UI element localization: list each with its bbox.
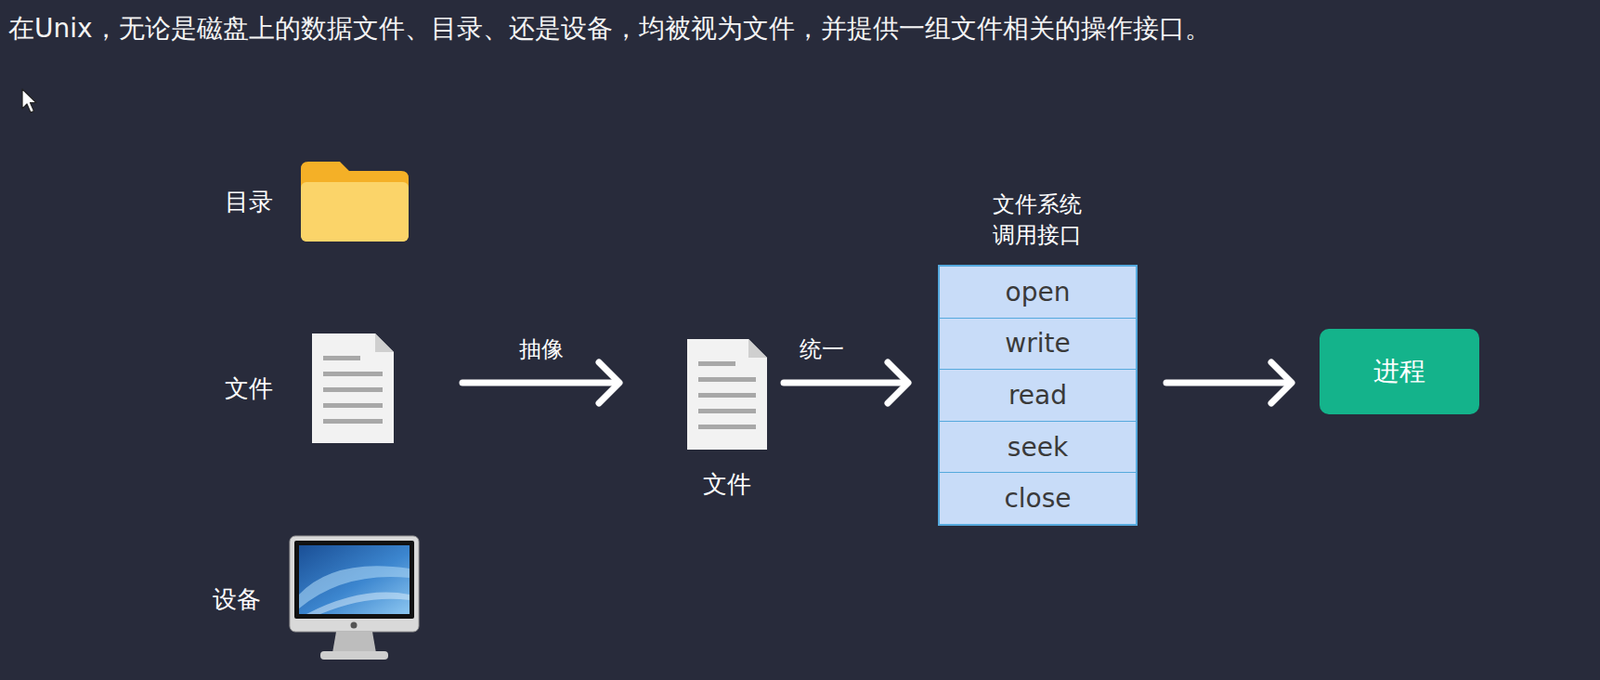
syscall-cell: open (939, 266, 1136, 318)
file-icon (687, 338, 768, 450)
arrow-shaft (783, 379, 905, 387)
arrow-shaft (1166, 379, 1288, 387)
flow-arrow (1166, 362, 1292, 404)
arrow-head (1271, 362, 1292, 404)
file-icon (312, 333, 394, 443)
syscall-cell: read (939, 368, 1136, 421)
arrow-label: 抽像 (519, 334, 564, 365)
icon-label: 设备 (212, 582, 261, 615)
icon-label: 文件 (702, 468, 752, 501)
arrow-head (598, 362, 620, 404)
page-title: 在Unix，无论是磁盘上的数据文件、目录、还是设备，均被视为文件，并提供一组文件… (8, 13, 1211, 45)
flow-arrow (783, 362, 909, 404)
device-icon (289, 535, 419, 660)
device-node: 设备 (289, 535, 419, 662)
arrow-shaft (462, 379, 616, 387)
flow-arrow (462, 362, 620, 404)
syscall-name: seek (1007, 431, 1068, 463)
syscall-name: close (1003, 482, 1071, 514)
folder-icon (300, 161, 409, 242)
mouse-cursor (22, 89, 37, 113)
arrow-head (887, 362, 909, 404)
process-box: 进程 (1319, 328, 1480, 415)
table-heading: 文件系统 调用接口 (986, 189, 1089, 250)
icon-label: 目录 (224, 185, 274, 219)
folder-node: 目录 (300, 161, 409, 242)
file-node: 文件 (312, 333, 394, 443)
syscall-table: 文件系统 调用接口openwritereadseekclose (937, 264, 1138, 526)
syscall-name: read (1008, 379, 1067, 411)
icon-label: 文件 (224, 372, 274, 405)
syscall-cell: close (939, 471, 1136, 524)
syscall-name: open (1005, 276, 1071, 308)
arrow-label: 统一 (799, 334, 845, 365)
syscall-name: write (1004, 327, 1070, 359)
file-node: 文件 (687, 338, 768, 450)
process-label: 进程 (1373, 353, 1426, 390)
syscall-cell: seek (939, 420, 1136, 473)
syscall-cell: write (939, 317, 1136, 370)
